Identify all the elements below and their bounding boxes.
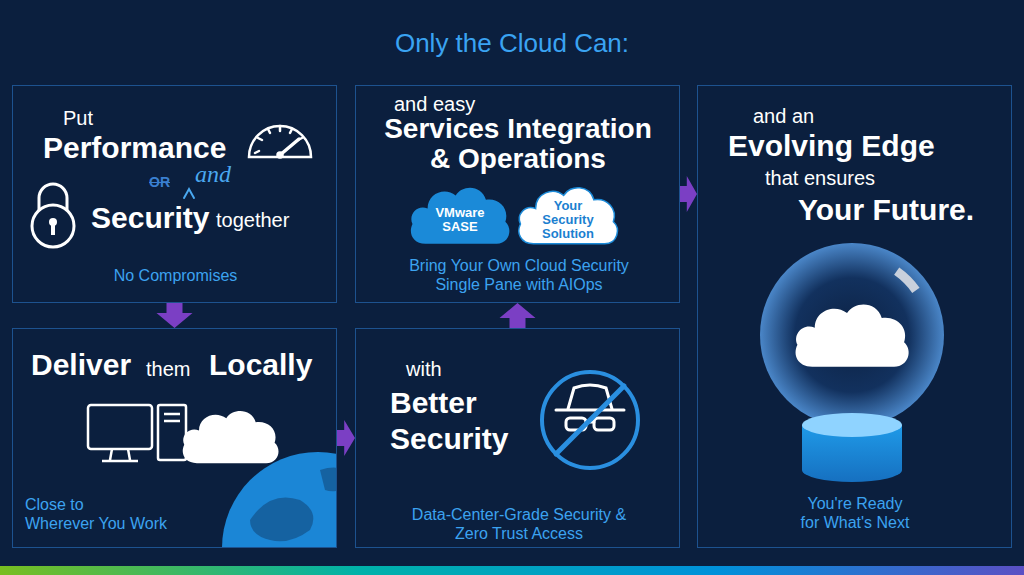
cloud-shape: [519, 188, 618, 244]
gauge-icon: [278, 153, 283, 158]
computer-icon: [88, 405, 152, 449]
caption: You're Ready for What's Next: [797, 494, 913, 532]
crystal-ball-icon: [802, 413, 902, 437]
flow-arrow: [337, 420, 355, 456]
lock-icon: [51, 224, 55, 235]
feature-panel: Deliver them LocallyClose to Wherever You …: [12, 328, 337, 548]
lock-icon: [32, 184, 74, 247]
flow-arrow: [157, 303, 193, 328]
computer-icon: [88, 405, 186, 461]
gauge-icon: [255, 126, 302, 153]
insert-caret: [184, 189, 194, 198]
globe-illustration: [320, 468, 336, 492]
lead-word: and easy: [394, 92, 475, 116]
spy-icon: [556, 386, 624, 454]
spy-icon: [542, 372, 638, 468]
gradient-bar: [0, 566, 1024, 575]
heading: Locally: [209, 347, 312, 383]
computer-icon: [102, 449, 138, 461]
feature-panel: withBetter SecurityData-Center-Grade Sec…: [355, 328, 680, 548]
cloud-badge: Your Security Solution: [514, 180, 622, 246]
crystal-ball-icon: [760, 243, 944, 482]
heading: Performance: [43, 130, 226, 166]
heading: Deliver: [31, 347, 131, 383]
crystal-ball-icon: [796, 304, 909, 366]
lead-word: and an: [753, 104, 814, 128]
spy-icon: [542, 372, 638, 468]
connector-word: that ensures: [765, 166, 875, 190]
globe-illustration: [250, 498, 313, 542]
cloud-label: VMware SASE: [430, 206, 490, 234]
globe-illustration: [222, 452, 336, 547]
spy-icon: [556, 409, 624, 412]
heading: Security: [91, 200, 209, 236]
crystal-ball-icon: [760, 243, 944, 427]
struck-word: OR: [149, 174, 170, 191]
flow-arrow: [680, 176, 697, 212]
heading: Your Future.: [798, 192, 974, 228]
caption: Bring Your Own Cloud Security Single Pan…: [404, 256, 634, 294]
heading: Services Integration & Operations: [378, 114, 658, 174]
caption: Data-Center-Grade Security & Zero Trust …: [404, 505, 634, 543]
computer-icon: [164, 414, 180, 421]
caption: Close to Wherever You Work: [25, 495, 175, 533]
cloud-shape: [411, 188, 510, 244]
computer-icon: [158, 405, 186, 460]
heading: Better Security: [390, 385, 522, 457]
cloud-label: Your Security Solution: [538, 199, 598, 241]
caption: No Compromises: [25, 266, 326, 285]
lead-word: with: [406, 357, 442, 381]
globe-illustration: [222, 452, 336, 547]
gauge-icon: [249, 126, 311, 158]
gauge-icon: [249, 126, 311, 157]
handwritten-word: and: [195, 160, 231, 189]
crystal-ball-icon: [897, 271, 916, 290]
feature-panel: PutPerformanceOR andSecurity together No Co…: [12, 85, 337, 303]
flow-arrow: [500, 303, 536, 328]
connector-word: them: [146, 357, 190, 381]
lead-word: Put: [63, 106, 93, 130]
cloud-badge: VMware SASE: [406, 180, 514, 246]
spy-icon: [594, 418, 614, 430]
heading: Evolving Edge: [728, 128, 935, 164]
feature-panel: and anEvolving Edgethat ensuresYour Futu…: [697, 85, 1012, 548]
feature-panel: and easyServices Integration & Operation…: [355, 85, 680, 303]
connector-word: together: [216, 208, 289, 232]
cloud-icon: [183, 411, 279, 463]
lock-icon: [32, 205, 74, 247]
line-spacer: [97, 495, 175, 499]
slide-title: Only the Cloud Can:: [0, 28, 1024, 59]
